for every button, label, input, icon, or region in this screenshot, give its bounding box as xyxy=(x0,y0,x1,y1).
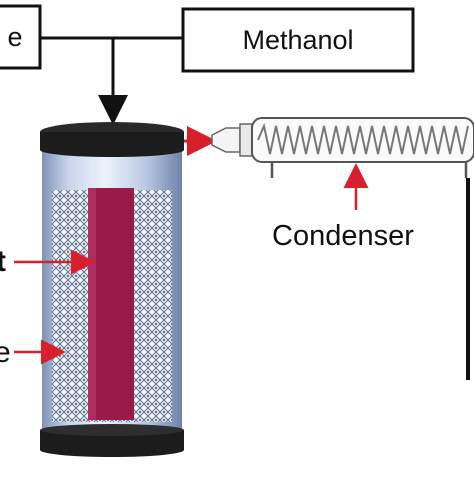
left-box-label: e xyxy=(7,21,23,52)
methanol-box xyxy=(181,7,415,73)
methanol-label: Methanol xyxy=(242,24,354,55)
condenser-coil-icon xyxy=(211,117,474,178)
side-label-top: t xyxy=(0,245,6,278)
side-label-bottom: e xyxy=(0,336,11,369)
column-vessel-icon xyxy=(40,122,184,457)
condenser-label: Condenser xyxy=(272,220,414,252)
